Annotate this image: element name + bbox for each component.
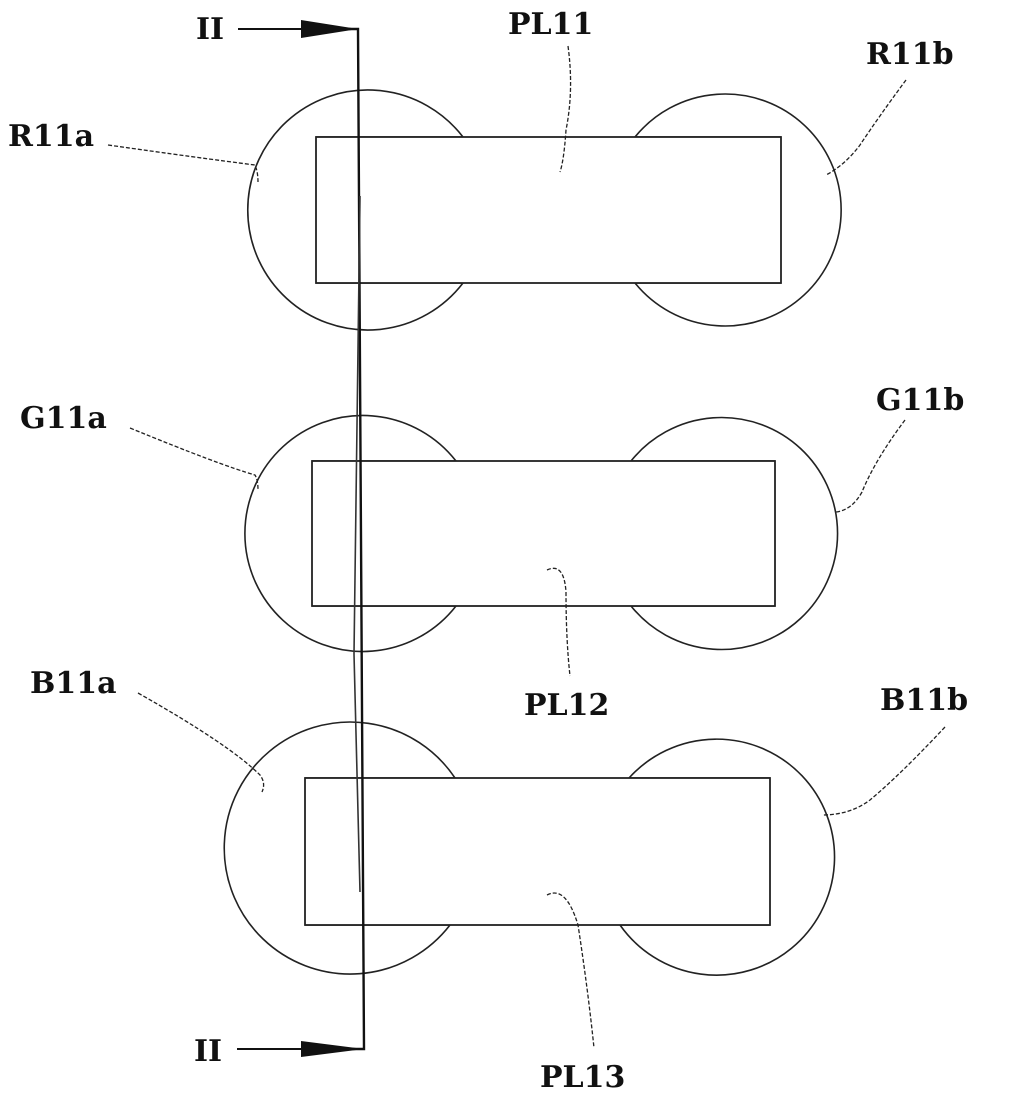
leader-r11b [826, 80, 906, 175]
pl12-rect [312, 461, 775, 606]
label-r11a: R11a [8, 119, 94, 154]
label-b11a: B11a [30, 666, 117, 701]
section-label-top: II [196, 12, 224, 47]
label-r11b: R11b [866, 37, 954, 72]
label-pl12: PL12 [524, 688, 609, 723]
label-g11a: G11a [20, 401, 107, 436]
green-pixel-group [245, 416, 838, 652]
pl11-rect [316, 137, 781, 283]
section-label-bottom: II [194, 1034, 222, 1069]
pl13-rect [305, 778, 770, 925]
label-b11b: B11b [880, 683, 968, 718]
blue-pixel-group [224, 722, 834, 975]
label-g11b: G11b [876, 383, 964, 418]
leader-b11a [138, 693, 264, 792]
leader-g11b [836, 420, 905, 512]
leader-r11a [108, 145, 258, 182]
label-pl13: PL13 [540, 1060, 625, 1095]
label-pl11: PL11 [508, 7, 593, 42]
top-arrow-head [301, 20, 358, 38]
leader-b11b [822, 727, 945, 815]
bottom-arrow-head [301, 1041, 364, 1057]
red-pixel-group [248, 90, 841, 330]
leader-g11a [130, 428, 258, 490]
